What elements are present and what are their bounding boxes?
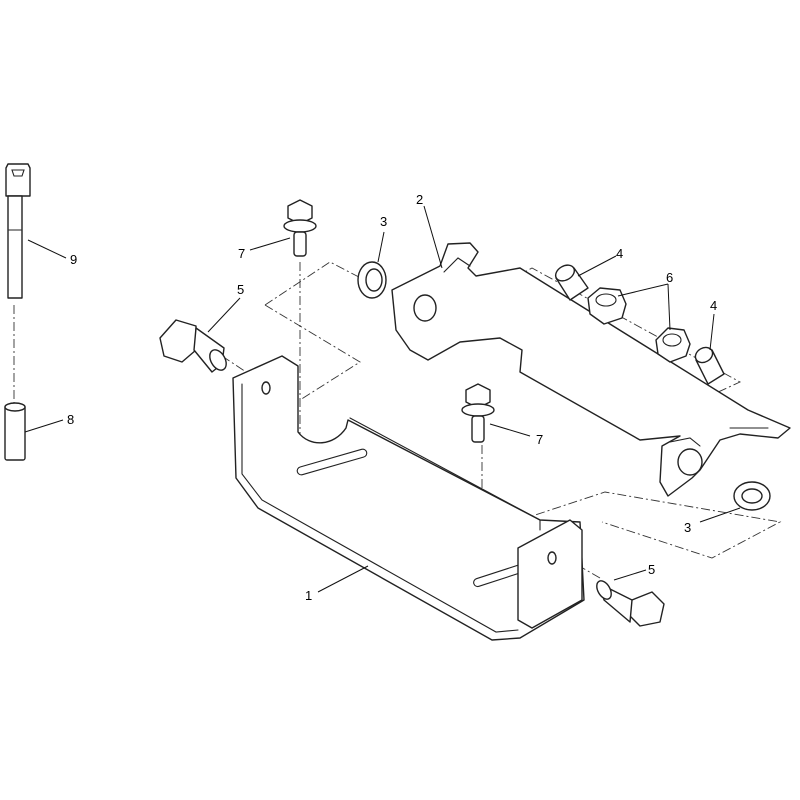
spacer-tube: [4, 402, 26, 461]
lock-nut-lower: [655, 327, 691, 363]
callout-4-lower: 4: [710, 298, 717, 313]
spacer-upper: [554, 264, 589, 301]
callout-2: 2: [416, 192, 423, 207]
callout-3-top: 3: [380, 214, 387, 229]
callout-5-right: 5: [648, 562, 655, 577]
callout-6: 6: [666, 270, 673, 285]
callout-3-bottom: 3: [684, 520, 691, 535]
flange-bolt-middle: [461, 383, 495, 443]
callout-7-top: 7: [238, 246, 245, 261]
callout-1: 1: [305, 588, 312, 603]
callout-9: 9: [70, 252, 77, 267]
spacer-lower: [694, 346, 725, 385]
callout-4-upper: 4: [616, 246, 623, 261]
cap-screw-long: [5, 163, 31, 299]
main-u-bracket: [232, 355, 585, 641]
callout-8: 8: [67, 412, 74, 427]
upper-bracket-plate: [391, 242, 791, 497]
leader-lines: [24, 205, 741, 593]
spring-washer-top: [357, 261, 387, 299]
shoulder-bolt-left: [159, 319, 227, 373]
flange-bolt-top: [283, 199, 317, 257]
spring-washer-bottom: [733, 481, 771, 511]
callout-labels: 9 8 5 7 3 2 4 6 4 7 1 3 5: [67, 192, 717, 603]
callout-5-left: 5: [237, 282, 244, 297]
callout-7-middle: 7: [536, 432, 543, 447]
shoulder-bolt-right: [596, 580, 665, 627]
lock-nut-upper: [587, 287, 627, 325]
